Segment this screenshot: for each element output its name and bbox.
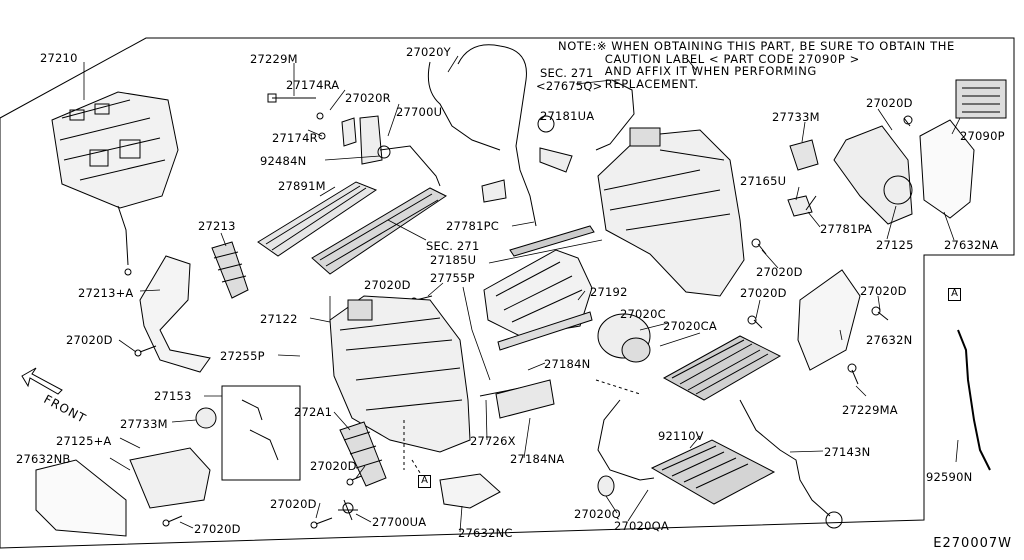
heater-core bbox=[662, 335, 782, 401]
part-label-27020C: 27020C bbox=[620, 307, 666, 321]
part-label-27020QA: 27020QA bbox=[614, 519, 669, 533]
ref-marker-a-bottom: A bbox=[418, 475, 431, 488]
core-92110V bbox=[650, 439, 776, 505]
part-label-27213: 27213 bbox=[198, 219, 236, 233]
part-label-27192: 27192 bbox=[590, 285, 628, 299]
part-label-27020D-top: 27020D bbox=[866, 96, 913, 110]
caution-note: NOTE:※ WHEN OBTAINING THIS PART, BE SURE… bbox=[558, 40, 955, 90]
leader-lines bbox=[83, 55, 961, 533]
duct-27213 bbox=[211, 241, 249, 299]
part-label-27020D-left: 27020D bbox=[66, 333, 113, 347]
heater-case bbox=[597, 129, 745, 297]
part-label-27229MA: 27229MA bbox=[842, 403, 898, 417]
lower-case-27122 bbox=[329, 295, 471, 453]
part-label-27153: 27153 bbox=[154, 389, 192, 403]
part-label-92484N: 92484N bbox=[260, 154, 307, 168]
actuator-27125 bbox=[833, 125, 913, 225]
part-label-27700U: 27700U bbox=[396, 105, 443, 119]
part-label-27143N: 27143N bbox=[824, 445, 871, 459]
frame-outline bbox=[0, 37, 1015, 549]
part-label-27210: 27210 bbox=[40, 51, 78, 65]
section-label-271-top: SEC. 271 bbox=[540, 66, 594, 80]
bracket-27632N bbox=[797, 269, 861, 371]
part-label-27122: 27122 bbox=[260, 312, 298, 326]
diagram-code: E270007W bbox=[933, 536, 1012, 551]
part-label-27020Q: 27020Q bbox=[574, 507, 621, 521]
duct-27213A bbox=[139, 255, 211, 373]
cover-27632NA bbox=[919, 119, 975, 219]
hvac-unit-27210 bbox=[51, 91, 179, 276]
part-label-27020Y: 27020Y bbox=[406, 45, 451, 59]
part-label-27125A: 27125+A bbox=[56, 434, 112, 448]
part-label-27020D-r3: 27020D bbox=[860, 284, 907, 298]
part-label-27781PC: 27781PC bbox=[446, 219, 499, 233]
wire-harness bbox=[457, 44, 537, 227]
front-arrow-icon bbox=[21, 367, 63, 395]
part-label-27891M: 27891M bbox=[278, 179, 326, 193]
part-label-27733M-bottom: 27733M bbox=[120, 417, 168, 431]
part-label-92590N: 92590N bbox=[926, 470, 973, 484]
part-label-27733M-top: 27733M bbox=[772, 110, 820, 124]
note-line-2: CAUTION LABEL < PART CODE 27090P > bbox=[558, 51, 860, 66]
ref-marker-a-right: A bbox=[948, 288, 961, 301]
section-label-271-mid: SEC. 271 bbox=[426, 239, 480, 253]
hose-92590N bbox=[957, 329, 991, 471]
part-label-27184NA: 27184NA bbox=[510, 452, 565, 466]
part-label-27632NC: 27632NC bbox=[458, 526, 513, 540]
part-label-272A1: 272A1 bbox=[294, 405, 333, 419]
part-label-27020CA: 27020CA bbox=[663, 319, 717, 333]
part-label-27255P: 27255P bbox=[220, 349, 265, 363]
note-line-3: AND AFFIX IT WHEN PERFORMING bbox=[558, 64, 817, 78]
part-label-27781PA: 27781PA bbox=[820, 222, 873, 236]
part-label-27185U: 27185U bbox=[430, 253, 477, 267]
part-label-27700UA: 27700UA bbox=[372, 515, 427, 529]
part-label-92110V: 92110V bbox=[658, 429, 704, 443]
part-label-27020D-c: 27020D bbox=[364, 278, 411, 292]
part-label-27165U: 27165U bbox=[740, 174, 787, 188]
part-label-27174R: 27174R bbox=[272, 131, 318, 145]
part-label-27184N: 27184N bbox=[544, 357, 591, 371]
note-line-4: REPLACEMENT. bbox=[558, 76, 699, 91]
part-label-27229M: 27229M bbox=[250, 52, 298, 66]
part-label-27213A: 27213+A bbox=[78, 286, 134, 300]
evaporator bbox=[311, 187, 447, 275]
note-line-1: NOTE:※ WHEN OBTAINING THIS PART, BE SURE… bbox=[558, 39, 955, 53]
part-label-27632NB: 27632NB bbox=[16, 452, 71, 466]
part-label-27726X: 27726X bbox=[470, 434, 516, 448]
part-label-27020D-h: 27020D bbox=[194, 522, 241, 536]
part-label-27020D-i: 27020D bbox=[270, 497, 317, 511]
part-label-27090P: 27090P bbox=[960, 129, 1005, 143]
part-label-27020D-r2: 27020D bbox=[740, 286, 787, 300]
part-label-27125: 27125 bbox=[876, 238, 914, 252]
part-label-27632NA: 27632NA bbox=[944, 238, 999, 252]
section-label-27675Q: <27675Q> bbox=[536, 79, 603, 93]
part-label-27020D-r1: 27020D bbox=[756, 265, 803, 279]
part-label-27020R: 27020R bbox=[345, 91, 391, 105]
part-label-27020D-g: 27020D bbox=[310, 459, 357, 473]
pipe-92110V bbox=[597, 399, 655, 481]
part-label-27632N: 27632N bbox=[866, 333, 913, 347]
part-label-27174RA: 27174RA bbox=[286, 78, 340, 92]
part-label-27755P: 27755P bbox=[430, 271, 475, 285]
part-label-27181UA: 27181UA bbox=[540, 109, 595, 123]
